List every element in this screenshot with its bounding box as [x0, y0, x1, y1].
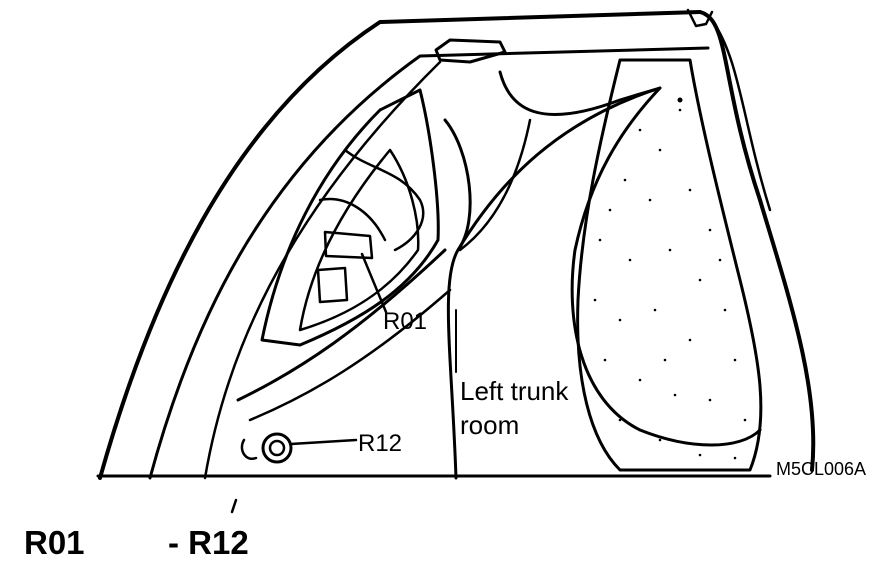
trunk-liner-slope — [456, 86, 762, 447]
leader-line-r12 — [289, 438, 358, 446]
connector-range-end: - R12 — [168, 524, 249, 561]
trunk-liner-top — [498, 70, 662, 116]
callout-r01: R01 — [383, 308, 428, 335]
body-inner-arc — [148, 46, 710, 480]
light-housing-inner — [298, 148, 420, 332]
trunk-mat-texture — [593, 97, 747, 460]
connector-range-start: R01 — [24, 524, 85, 561]
housing-bottom-panel-2 — [248, 288, 452, 422]
hinge-top — [434, 38, 507, 64]
body-panel-arc — [203, 60, 442, 480]
area-label: Left trunk room — [460, 376, 569, 440]
connector-wire-a — [343, 148, 425, 252]
connector-r12-core — [268, 439, 286, 457]
trunk-liner-left — [443, 118, 472, 480]
light-housing-outline — [260, 88, 440, 347]
rear-panel-right-inner — [710, 18, 772, 212]
apostrophe-mark — [230, 498, 238, 514]
connector-r12-ring — [261, 432, 293, 464]
bulb-socket — [316, 266, 349, 304]
rear-panel-right — [698, 10, 816, 472]
trunk-mat-outline — [576, 58, 763, 472]
leader-line-r01 — [360, 252, 388, 314]
connector-body-r01 — [323, 230, 374, 260]
body-outer-arc — [98, 10, 702, 480]
connector-wire-b — [318, 197, 387, 242]
housing-bottom-panel — [236, 248, 447, 402]
callout-r12: R12 — [358, 430, 403, 457]
connector-r12-clip — [240, 438, 258, 461]
figure-code: M5CL006A — [776, 459, 867, 479]
hinge-top-small — [686, 8, 714, 28]
trunk-liner-inner-fold — [458, 118, 532, 252]
